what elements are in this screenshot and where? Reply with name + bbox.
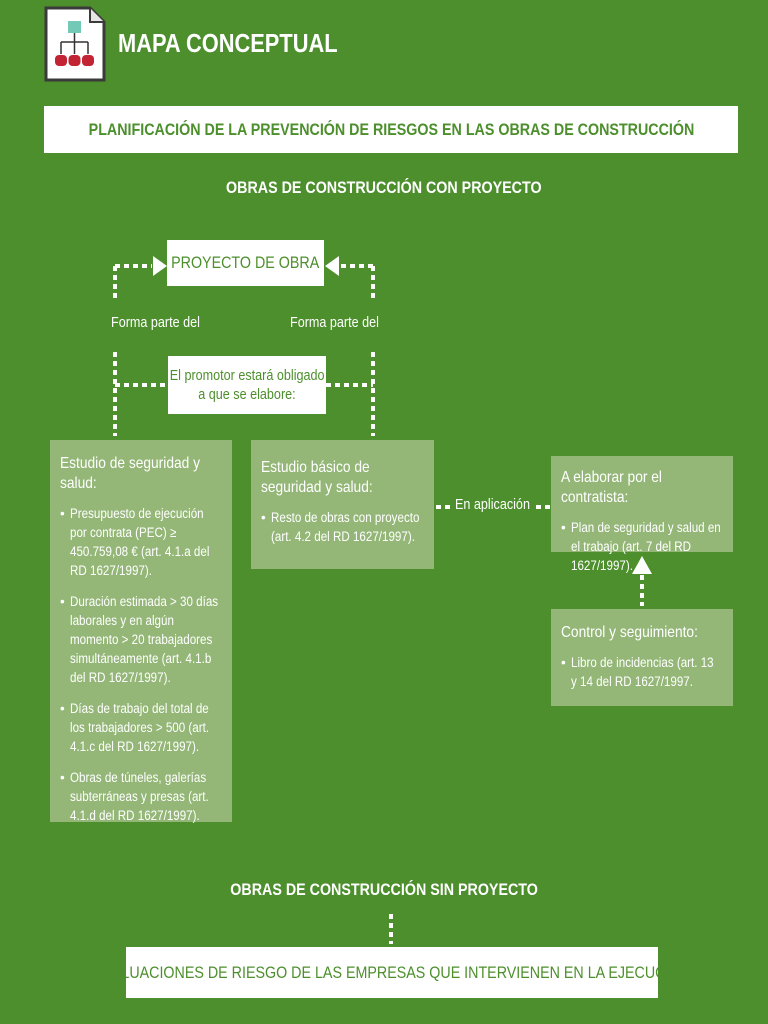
contratista-box: A elaborar por el contratista: Plan de s…: [551, 456, 733, 573]
header-title: MAPA CONCEPTUAL: [118, 28, 338, 58]
section-title-sin-proyecto-text: OBRAS DE CONSTRUCCIÓN SIN PROYECTO: [230, 880, 538, 899]
control-list: Libro de incidencias (art. 13 y 14 del R…: [561, 653, 723, 691]
section-title-sin-proyecto: OBRAS DE CONSTRUCCIÓN SIN PROYECTO: [0, 880, 768, 900]
promotor-line-2: a que se elabore:: [198, 386, 296, 403]
forma-parte-left-label: Forma parte del: [111, 314, 200, 331]
control-title: Control y seguimiento:: [561, 624, 698, 641]
concept-map-document-icon: [44, 6, 106, 82]
section-title-con-proyecto-text: OBRAS DE CONSTRUCCIÓN CON PROYECTO: [226, 178, 542, 197]
list-item: Presupuesto de ejecución por contrata (P…: [60, 504, 222, 580]
proyecto-de-obra-box: PROYECTO DE OBRA: [167, 240, 324, 286]
main-title-text: PLANIFICACIÓN DE LA PREVENCIÓN DE RIESGO…: [88, 119, 694, 139]
estudio-seguridad-title: Estudio de seguridad y salud:: [60, 455, 200, 492]
estudio-seguridad-box: Estudio de seguridad y salud: Presupuest…: [50, 440, 232, 825]
estudio-basico-box: Estudio básico de seguridad y salud: Res…: [251, 440, 434, 569]
control-box: Control y seguimiento: Libro de incidenc…: [551, 609, 733, 706]
list-item: Libro de incidencias (art. 13 y 14 del R…: [561, 653, 723, 691]
evaluaciones-label: EVALUACIONES DE RIESGO DE LAS EMPRESAS Q…: [93, 962, 691, 982]
list-item: Resto de obras con proyecto (art. 4.2 de…: [261, 508, 424, 546]
list-item: Días de trabajo del total de los trabaja…: [60, 699, 222, 756]
contratista-title: A elaborar por el contratista:: [561, 469, 662, 506]
main-title: PLANIFICACIÓN DE LA PREVENCIÓN DE RIESGO…: [44, 106, 738, 153]
contratista-list: Plan de seguridad y salud en el trabajo …: [561, 518, 723, 575]
list-item: Obras de túneles, galerías subterráneas …: [60, 768, 222, 825]
arrow-left-icon: [325, 256, 339, 276]
evaluaciones-box: EVALUACIONES DE RIESGO DE LAS EMPRESAS Q…: [93, 947, 691, 998]
arrow-right-icon: [153, 256, 167, 276]
section-title-con-proyecto: OBRAS DE CONSTRUCCIÓN CON PROYECTO: [0, 178, 768, 198]
list-item: Duración estimada > 30 días laborales y …: [60, 592, 222, 687]
promotor-line-1: El promotor estará obligado: [169, 367, 325, 384]
list-item: Plan de seguridad y salud en el trabajo …: [561, 518, 723, 575]
en-aplicacion-label: En aplicación: [455, 496, 530, 513]
estudio-basico-list: Resto de obras con proyecto (art. 4.2 de…: [261, 508, 424, 546]
proyecto-de-obra-label: PROYECTO DE OBRA: [171, 253, 320, 272]
forma-parte-right-label: Forma parte del: [290, 314, 379, 331]
estudio-basico-title: Estudio básico de seguridad y salud:: [261, 459, 373, 496]
estudio-seguridad-list: Presupuesto de ejecución por contrata (P…: [60, 504, 222, 825]
promotor-box: El promotor estará obligado a que se ela…: [168, 356, 326, 414]
